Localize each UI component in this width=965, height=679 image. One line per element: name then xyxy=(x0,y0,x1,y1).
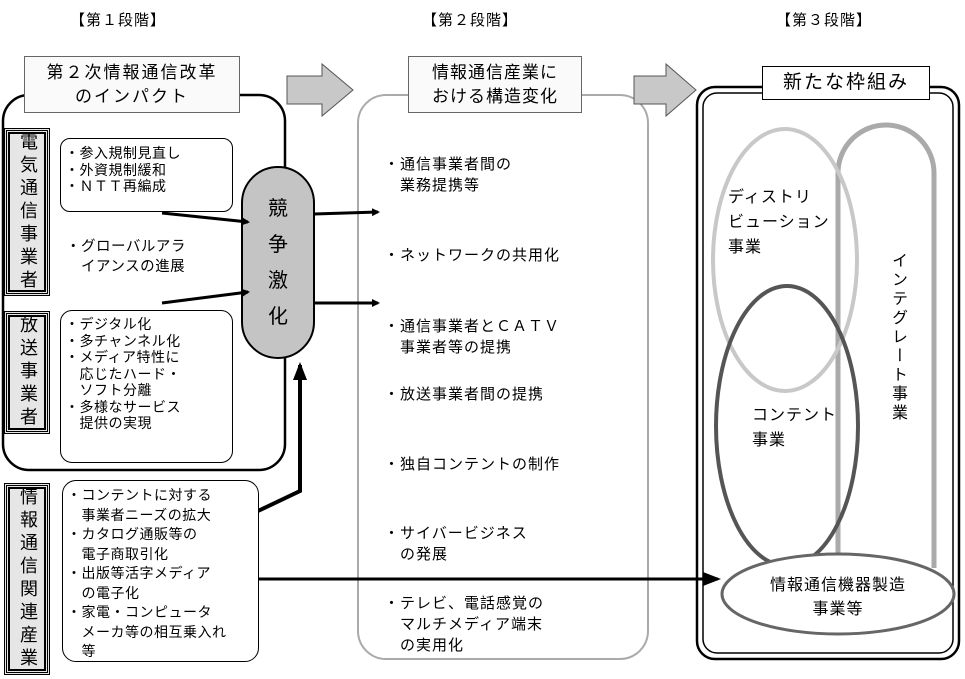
integrate-line xyxy=(835,122,937,568)
stage-arrow-1 xyxy=(286,62,354,118)
stage2-heading: 【第２段階】 xyxy=(422,11,519,29)
global-alliance-item: ・グローバルアラ イアンスの進展 xyxy=(66,239,186,275)
arrow-broadcast-to-competition xyxy=(161,288,250,305)
manufacturing-ellipse xyxy=(720,552,956,636)
competition-oval xyxy=(241,166,315,359)
telecom-items-box: ・参入規制見直し ・外資規制緩和 ・ＮＴＴ再編成 xyxy=(60,138,233,212)
broadcast-items-box: ・デジタル化 ・多チャンネル化 ・メディア特性に 応じたハード・ ソフト分離 ・… xyxy=(60,310,233,463)
integrate-label: インテグレート事業 xyxy=(889,252,908,423)
stage2-title-line2: おける構造変化 xyxy=(432,87,558,107)
stage1-title: 第２次情報通信改革 のインパクト xyxy=(24,56,240,113)
actor-label-related: 情報通信関連産業 xyxy=(4,483,50,675)
stage1-title-line2: のインパクト xyxy=(75,87,189,107)
stage2-item: ・サイバービジネス の発展 xyxy=(384,524,528,563)
manufacturing-label: 情報通信機器製造 事業等 xyxy=(769,575,906,618)
stage2-item: ・通信事業者間の 業務提携等 xyxy=(384,155,513,194)
content-label: コンテント 事業 xyxy=(752,405,838,449)
stage1-title-line1: 第２次情報通信改革 xyxy=(46,63,218,83)
arrow-competition-to-stage2-a xyxy=(313,208,380,217)
broadcast-items: ・デジタル化 ・多チャンネル化 ・メディア特性に 応じたハード・ ソフト分離 ・… xyxy=(65,317,181,432)
arrow-related-to-competition xyxy=(257,362,307,513)
stage2-title: 情報通信産業に おける構造変化 xyxy=(408,56,582,113)
arrow-telecom-to-competition xyxy=(161,211,250,226)
actor-label-telecom: 電気通信事業者 xyxy=(4,128,50,296)
stage1-heading: 【第１段階】 xyxy=(70,11,167,29)
actor-label-broadcast-text: 放送事業者 xyxy=(17,315,38,430)
stage2-item: ・放送事業者間の提携 xyxy=(384,385,545,403)
related-items-box: ・コンテントに対する 事業者ニーズの拡大 ・カタログ通販等の 電子商取引化 ・出… xyxy=(62,480,259,662)
stage2-item: ・通信事業者とＣＡＴＶ 事業者等の提携 xyxy=(384,317,561,356)
stage2-item: ・独自コンテントの制作 xyxy=(384,455,561,473)
stage3-title: 新たな枠組み xyxy=(762,66,930,100)
stage2-item: ・ネットワークの共用化 xyxy=(384,246,561,264)
actor-label-broadcast: 放送事業者 xyxy=(4,311,50,434)
stage-arrow-2 xyxy=(633,62,697,118)
stage2-title-line1: 情報通信産業に xyxy=(432,63,558,83)
related-items: ・コンテントに対する 事業者ニーズの拡大 ・カタログ通販等の 電子商取引化 ・出… xyxy=(67,488,227,660)
competition-label: 競 争 激 化 xyxy=(268,196,288,328)
distribution-ellipse xyxy=(711,127,859,393)
stage2-item: ・テレビ、電話感覚の マルチメディア端末 の実用化 xyxy=(384,594,545,654)
distribution-label: ディストリ ビューション 事業 xyxy=(728,187,830,256)
telecom-items: ・参入規制見直し ・外資規制緩和 ・ＮＴＴ再編成 xyxy=(65,146,181,195)
actor-label-related-text: 情報通信関連産業 xyxy=(17,487,38,671)
actor-label-telecom-text: 電気通信事業者 xyxy=(17,131,38,293)
stage3-heading: 【第３段階】 xyxy=(776,11,873,29)
